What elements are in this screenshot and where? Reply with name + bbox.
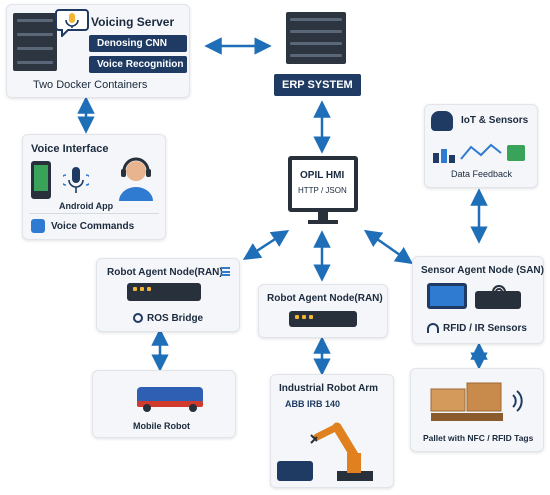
voice-commands-label: Voice Commands	[51, 221, 135, 232]
ros-bridge-caption: ROS Bridge	[147, 313, 204, 324]
arrow-hmi-ranleft	[242, 229, 290, 261]
hmi-subtitle: HTTP / JSON	[298, 186, 347, 195]
ran-middle-title: Robot Agent Node(RAN)	[267, 293, 383, 304]
ros-bridge-icon	[133, 313, 143, 323]
ran-left-card: Robot Agent Node(RAN) ROS Bridge	[96, 258, 240, 332]
server-rack-icon	[13, 13, 57, 71]
robot-arm-title: Industrial Robot Arm	[279, 383, 379, 394]
controller-device-icon	[277, 461, 313, 481]
robot-head-icon	[431, 111, 453, 131]
ran-middle-card: Robot Agent Node(RAN)	[258, 284, 388, 338]
iot-sensors-card: IoT & Sensors Data Feedback	[424, 104, 538, 188]
voicing-server-caption: Two Docker Containers	[33, 79, 148, 91]
ir-sensor-icon	[491, 281, 507, 293]
voice-interface-card: Voice Interface Android App Voice Comman…	[22, 134, 166, 240]
microphone-icon	[60, 165, 92, 199]
router-device-icon	[127, 283, 201, 301]
microphone-bubble-icon	[55, 7, 89, 39]
san-card: Sensor Agent Node (SAN) RFID / IR Sensor…	[412, 256, 544, 344]
voice-recognition-module: Voice Recognition	[89, 56, 187, 73]
pallet-boxes-icon	[427, 375, 531, 427]
voicing-server-title: Voicing Server	[91, 15, 175, 29]
erp-system-node: ERP SYSTEM	[274, 8, 370, 104]
denoising-cnn-module: Denosing CNN	[89, 35, 187, 52]
rfid-icon	[427, 323, 439, 333]
robot-arm-card: Industrial Robot Arm ABB IRB 140	[270, 374, 394, 488]
sensor-chart-icon	[431, 139, 531, 165]
mobile-robot-card: Mobile Robot	[92, 370, 236, 438]
sensor-monitor-icon	[427, 283, 467, 309]
pallet-card: Pallet with NFC / RFID Tags	[410, 368, 544, 452]
erp-system-label: ERP SYSTEM	[274, 74, 361, 96]
ran-left-title: Robot Agent Node(RAN)	[107, 267, 223, 278]
iot-sensors-title: IoT & Sensors	[461, 115, 529, 126]
hmi-title: OPIL HMI	[300, 170, 345, 181]
mobile-robot-icon	[133, 385, 207, 413]
arrow-hmi-san	[363, 229, 414, 265]
opil-hmi-node: OPIL HMI HTTP / JSON	[288, 156, 358, 232]
router-device-icon	[289, 311, 357, 327]
mobile-robot-caption: Mobile Robot	[133, 421, 190, 431]
voice-interface-title: Voice Interface	[31, 143, 109, 155]
robot-arm-model: ABB IRB 140	[285, 399, 341, 409]
voice-command-icon	[31, 219, 45, 233]
voicing-server-card: Voicing Server Denosing CNN Voice Recogn…	[6, 4, 190, 98]
robot-arm-icon	[307, 413, 387, 483]
menu-icon	[221, 267, 230, 276]
headset-operator-icon	[111, 151, 161, 201]
data-feedback-caption: Data Feedback	[451, 169, 513, 179]
pallet-caption: Pallet with NFC / RFID Tags	[423, 433, 534, 443]
android-app-label: Android App	[59, 201, 114, 211]
san-title: Sensor Agent Node (SAN)	[421, 265, 544, 276]
smartphone-icon	[31, 161, 51, 199]
rfid-reader-icon	[475, 291, 521, 309]
rfid-ir-caption: RFID / IR Sensors	[443, 323, 527, 334]
monitor-icon	[288, 156, 358, 212]
erp-server-icon	[286, 12, 346, 64]
